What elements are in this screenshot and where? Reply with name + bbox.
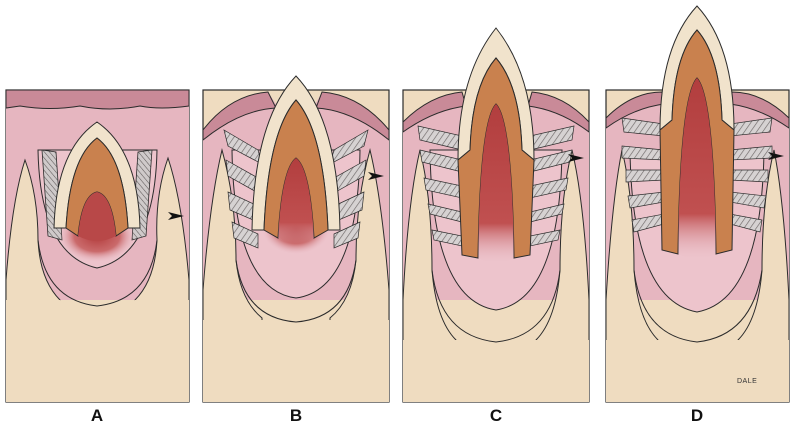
panel-b-bone-base <box>203 320 389 402</box>
panel-d-ligament-left <box>621 117 665 233</box>
panel-b <box>202 75 390 403</box>
panel-c-pulp <box>478 104 514 263</box>
panel-b-crypt-floor <box>235 259 357 323</box>
panel-a-pulp <box>78 192 116 241</box>
panel-c-arrowhead <box>568 154 584 162</box>
panel-c-ligament-right <box>529 125 575 247</box>
panel-b-ligament-left <box>223 129 263 249</box>
panel-d-crypt-floor <box>633 269 763 343</box>
panel-d-label: D <box>690 406 704 425</box>
panel-d-bone-right <box>737 149 790 403</box>
panel-d-bone-base <box>606 340 789 402</box>
artist-signature: DALE <box>737 378 758 385</box>
panel-a-gum-surface <box>5 89 190 110</box>
panel-b-label: B <box>289 406 303 425</box>
panel-d <box>605 5 790 403</box>
panel-c <box>402 27 590 403</box>
panel-c-ligament-left <box>417 125 463 247</box>
panel-b-arrowhead <box>368 172 384 180</box>
panel-a <box>5 89 190 403</box>
panel-c-bone-base <box>403 340 589 402</box>
panel-c-label: C <box>489 406 503 425</box>
panel-a-arrowhead <box>168 212 184 220</box>
panel-a-label: A <box>90 406 104 425</box>
panel-d-pulp <box>678 78 716 259</box>
panel-d-bone-left <box>605 149 659 403</box>
panel-b-pulp <box>278 158 314 244</box>
panel-c-crypt-floor <box>431 269 561 343</box>
panel-d-ligament-right <box>729 117 773 233</box>
panel-a-crypt-floor <box>37 239 158 307</box>
panel-d-arrowhead <box>768 152 784 160</box>
panel-a-bone-base <box>6 300 189 402</box>
